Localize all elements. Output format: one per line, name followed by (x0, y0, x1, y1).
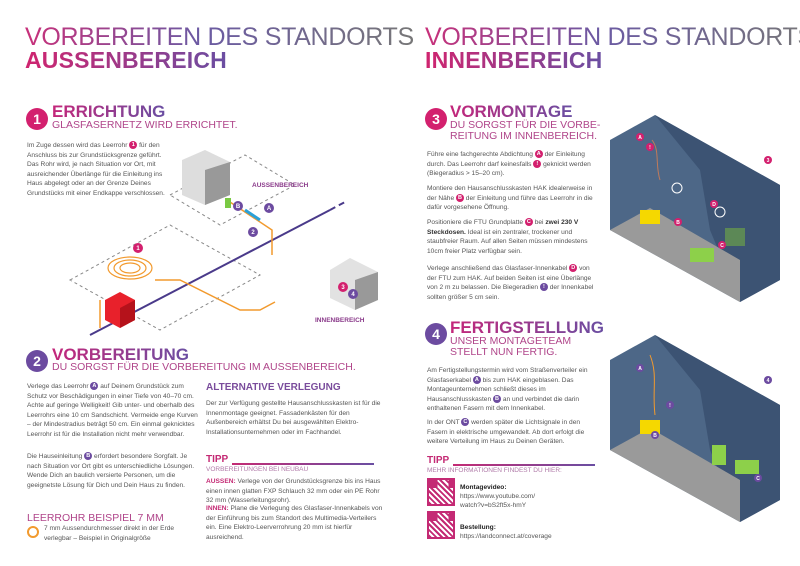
step-2-badge: 2 (26, 350, 48, 372)
order-link[interactable]: https://landconnect.at/coverage (460, 533, 552, 540)
tipp-right-label: TIPP (427, 455, 450, 466)
step-4-sub-1: UNSER MONTAGETEAM (450, 335, 572, 347)
conduit-a (229, 201, 273, 255)
svg-text:A: A (267, 206, 272, 212)
svg-text:!: ! (669, 403, 671, 409)
house-outdoor (182, 150, 230, 205)
svg-text:B: B (676, 220, 680, 226)
svg-text:B: B (236, 204, 241, 210)
left-title: AUSSENBEREICH (25, 47, 227, 73)
step-1-subtitle: GLASFASERNETZ WIRD ERRICHTET. (52, 119, 238, 131)
tipp-right-sub: MEHR INFORMATIONEN FINDEST DU HIER: (427, 467, 562, 474)
step-2-title: VORBEREITUNG (52, 345, 189, 364)
step-1-text: Im Zuge dessen wird das Leerrohr 1 für d… (27, 141, 165, 197)
video-link-2[interactable]: watch?v=bS2ft5x-hmY (460, 502, 527, 509)
qr-code-video[interactable] (427, 478, 455, 506)
svg-text:A: A (638, 135, 642, 141)
tipp-left-label: TIPP (206, 454, 229, 465)
step-3-title: VORMONTAGE (450, 102, 573, 121)
alt-title: ALTERNATIVE VERLEGUNG (206, 382, 341, 393)
video-label: Montagevideo: (460, 484, 507, 491)
conduit-coil (107, 256, 153, 280)
step-3-text-2: Montiere den Hausanschlusskasten HAK ide… (427, 185, 593, 212)
conduit-inner (155, 279, 276, 311)
step-3-text-1: Führe eine fachgerechte Abdichtung A der… (427, 150, 591, 178)
step-3-sub-1: DU SORGST FÜR DIE VORBE- (450, 119, 601, 131)
tipp-innen: INNEN: Plane die Verlegung des Glasfaser… (206, 505, 383, 541)
plot-outline (68, 224, 262, 331)
step-4-sub-2: STELLT NUN FERTIG. (450, 346, 558, 358)
step-1-title: ERRICHTUNG (52, 102, 166, 121)
svg-text:C: C (756, 476, 760, 482)
example-title: LEERROHR BEISPIEL 7 MM (27, 512, 164, 524)
svg-text:B: B (653, 433, 657, 439)
hak-box (640, 210, 660, 224)
step-3-badge: 3 (425, 108, 447, 130)
step-4-badge: 4 (425, 323, 447, 345)
alt-text: Der zur Verfügung gestellte Hausanschlus… (206, 400, 381, 436)
marker-1: 1 (129, 141, 138, 150)
qr-code-order[interactable] (427, 511, 455, 539)
conduit-example-ring (27, 526, 39, 538)
tipp-aussen: AUSSEN: Verlege von der Grundstücksgrenz… (206, 478, 381, 505)
step-2-text-1: Verlege das Leerrohr A auf Deinem Grunds… (27, 382, 198, 438)
right-title: INNENBEREICH (425, 47, 603, 73)
outdoor-illustration: 1 B A 2 34 AUSSENBEREICH INNENBEREICH (68, 150, 378, 336)
svg-text:1: 1 (136, 246, 140, 252)
svg-text:C: C (720, 243, 724, 249)
step-2-subtitle: DU SORGST FÜR DIE VORBEREITUNG IM AUSSEN… (52, 361, 356, 373)
video-link-1[interactable]: https://www.youtube.com/ (460, 493, 536, 500)
example-text: 7 mm Aussendurchmesser direkt in der Erd… (44, 525, 175, 542)
svg-text:D: D (712, 202, 716, 208)
step-3-text-4: Verlege anschließend das Glasfaser-Innen… (427, 264, 594, 301)
svg-text:4: 4 (767, 378, 770, 384)
ftu-box (690, 248, 714, 262)
svg-text:!: ! (649, 145, 651, 151)
svg-text:2: 2 (251, 230, 255, 236)
step-3-text-3: Positioniere die FTU Grundplatte C bei z… (427, 218, 588, 255)
house-neighbor (330, 258, 378, 310)
step-4-text-2: In der ONT C werden später die Lichtsign… (427, 418, 585, 446)
tipp-left-sub: VORBEREITUNGEN BEI NEUBAU (206, 466, 309, 473)
svg-text:3: 3 (767, 158, 770, 164)
tipp-divider (232, 463, 374, 465)
order-label: Bestellung: (460, 524, 496, 531)
step-4-title: FERTIGSTELLUNG (450, 318, 604, 337)
step-2-text-2: Die Hauseinleitung B erfordert besondere… (27, 452, 195, 489)
red-cube (105, 292, 135, 328)
label-aussenbereich: AUSSENBEREICH (252, 182, 309, 189)
room-illustration-step3: A! 3B D C (610, 115, 780, 302)
room-illustration-step4: A! B 4C (610, 335, 780, 522)
right-kicker: VORBEREITEN DES STANDORTS (425, 23, 800, 52)
svg-text:3: 3 (341, 285, 345, 291)
step-3-sub-2: REITUNG IM INNENBEREICH. (450, 130, 598, 142)
step-4-text-1: Am Fertigstellungstermin wird vom Straße… (427, 367, 588, 413)
step-1-badge: 1 (26, 108, 48, 130)
label-innenbereich: INNENBEREICH (315, 317, 365, 324)
svg-text:A: A (638, 366, 642, 372)
left-kicker: VORBEREITEN DES STANDORTS (25, 23, 414, 51)
svg-text:4: 4 (351, 292, 355, 298)
tipp-right-divider (453, 464, 595, 466)
